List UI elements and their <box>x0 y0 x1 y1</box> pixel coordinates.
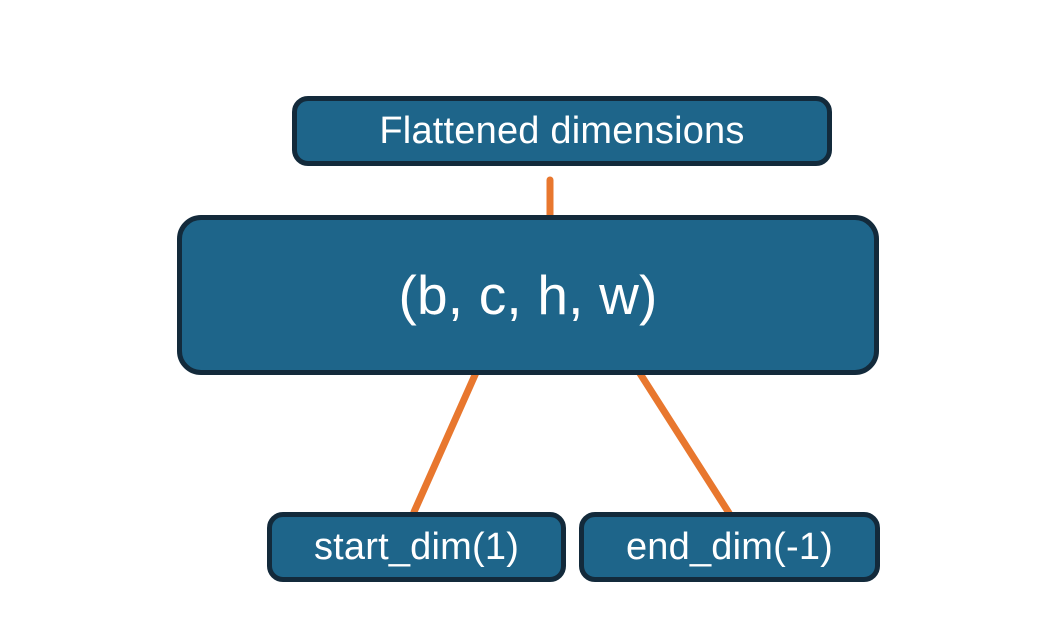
start-dim-label: start_dim(1) <box>313 525 520 568</box>
tensor-shape-box: (b, c, h, w) <box>177 215 879 375</box>
flattened-dimensions-box: Flattened dimensions <box>292 96 832 166</box>
start-dim-box: start_dim(1) <box>267 512 566 582</box>
end-dim-box: end_dim(-1) <box>579 512 880 582</box>
end-dim-label: end_dim(-1) <box>625 525 834 568</box>
tensor-shape-label: (b, c, h, w) <box>398 264 658 326</box>
flattened-dimensions-label: Flattened dimensions <box>379 109 745 152</box>
